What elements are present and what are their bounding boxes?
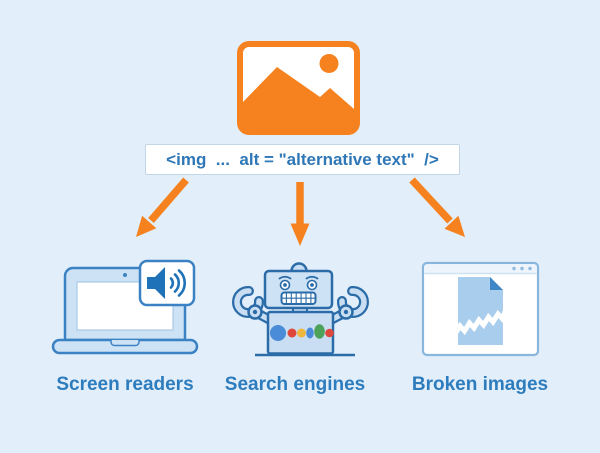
folded-corner bbox=[490, 277, 503, 290]
img-alt-code-snippet: <img ... alt = "alternative text" /> bbox=[145, 144, 460, 175]
label-broken-images: Broken images bbox=[411, 374, 549, 395]
google-color-dots bbox=[270, 324, 334, 341]
tear-zigzag bbox=[452, 308, 509, 336]
sun-shape bbox=[319, 54, 339, 73]
image-photo-icon bbox=[237, 41, 360, 135]
code-text: <img ... alt = "alternative text" /> bbox=[166, 149, 439, 169]
browser-broken-image-icon bbox=[421, 261, 540, 357]
search-robot-icon bbox=[232, 262, 369, 357]
robot-antenna bbox=[290, 262, 308, 272]
laptop-with-speaker-icon bbox=[51, 259, 199, 355]
robot-face bbox=[278, 275, 319, 305]
window-control-dots bbox=[512, 266, 532, 271]
down-left-arrow-icon bbox=[136, 177, 189, 237]
webcam-dot bbox=[123, 273, 127, 277]
label-screen-readers: Screen readers bbox=[56, 374, 194, 395]
broken-image-shape bbox=[452, 277, 509, 345]
label-search-engines: Search engines bbox=[224, 374, 366, 395]
down-arrow-icon bbox=[290, 182, 310, 246]
laptop-notch bbox=[110, 340, 140, 347]
down-right-arrow-icon bbox=[409, 177, 465, 237]
browser-titlebar bbox=[424, 264, 537, 274]
mountains-shape bbox=[243, 67, 354, 129]
speaker-sound-icon bbox=[138, 259, 196, 307]
branch-arrows bbox=[136, 177, 465, 246]
